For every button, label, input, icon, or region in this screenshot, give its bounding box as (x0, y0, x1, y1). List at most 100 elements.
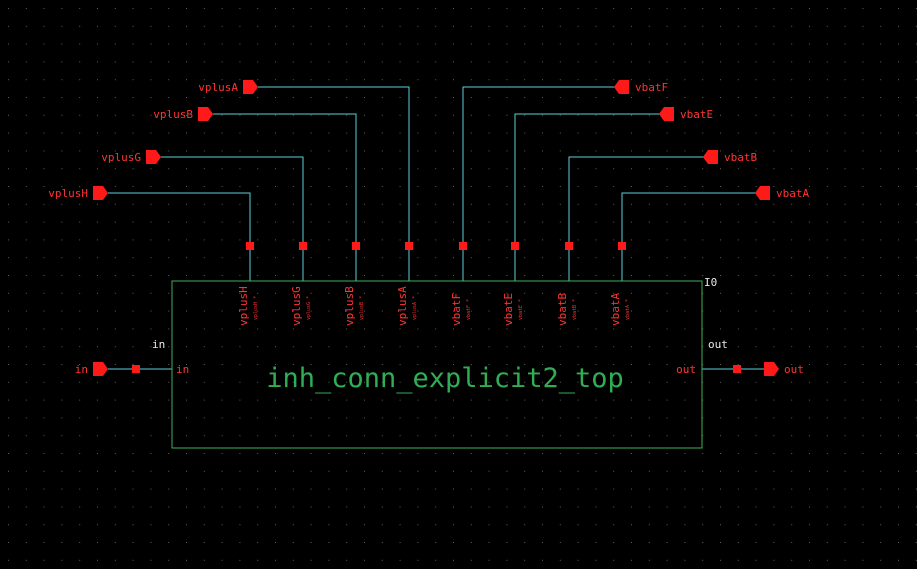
pin-vbatF[interactable]: vbatF (614, 80, 668, 94)
pin-vbatE[interactable]: vbatE (659, 107, 713, 121)
grid-dot (203, 435, 205, 437)
wire-vplusA[interactable] (258, 86, 410, 246)
grid-dot (203, 168, 205, 170)
instance-symbol[interactable]: I0 inh_conn_explicit2_top in in out out … (152, 276, 728, 449)
grid-dot (880, 168, 882, 170)
grid-dot (328, 542, 330, 543)
grid-dot (221, 310, 223, 312)
grid-dot (150, 275, 152, 276)
grid-dot (737, 328, 739, 330)
grid-dot (862, 114, 864, 116)
grid-dot (915, 132, 917, 134)
wire-vbatF[interactable] (462, 86, 616, 246)
grid-dot (186, 559, 187, 561)
wire-vplusH[interactable] (108, 192, 251, 246)
grid-dot (25, 417, 27, 419)
grid-dot (524, 168, 526, 170)
grid-dot (844, 381, 846, 383)
grid-dot (595, 168, 597, 170)
pin-vbatA[interactable]: vbatA (755, 186, 809, 200)
grid-dot (488, 186, 490, 187)
grid-dot (506, 239, 508, 241)
wire-vplusB[interactable] (213, 113, 357, 246)
grid-dot (257, 524, 259, 526)
grid-dot (203, 559, 205, 561)
grid-dot (826, 559, 828, 561)
grid-dot (470, 239, 472, 241)
grid-dot (417, 186, 419, 187)
grid-dot (862, 43, 864, 45)
grid-dot (399, 542, 401, 543)
grid-dot (488, 239, 490, 241)
grid-dot (8, 97, 9, 98)
grid-dot (150, 61, 152, 63)
pin-shape (755, 186, 770, 200)
pin-vplusA[interactable]: vplusA (198, 80, 258, 94)
grid-dot (168, 470, 170, 472)
grid-dot (773, 559, 775, 561)
grid-dot (542, 488, 543, 490)
pin-vplusG[interactable]: vplusG (101, 150, 161, 164)
grid-dot (862, 559, 864, 561)
grid-dot (826, 292, 828, 294)
grid-dot (132, 488, 134, 490)
pins: vplusA vplusB vplusG vplusH vbatF vbatE vbatB v… (48, 80, 809, 376)
grid-dot (328, 559, 330, 561)
grid-dot (239, 506, 241, 508)
instance-box[interactable] (171, 280, 703, 449)
grid-dot (132, 417, 134, 419)
grid-dot (720, 8, 721, 9)
grid-dot (559, 43, 561, 45)
pin-label-out: out (784, 363, 804, 376)
wire-vbatB[interactable] (568, 156, 705, 246)
grid-dot (8, 381, 9, 383)
grid-dot (826, 25, 828, 27)
grid-dot (417, 453, 419, 454)
grid-dot (862, 328, 864, 330)
pin-vplusH[interactable]: vplusH (48, 186, 108, 200)
grid-dot (915, 453, 917, 454)
grid-dot (542, 346, 543, 348)
wire-vbatE[interactable] (514, 113, 661, 246)
wire-vbatA[interactable] (621, 192, 757, 246)
grid-dot (862, 381, 864, 383)
grid-dot (275, 275, 276, 276)
grid-dot (275, 328, 276, 330)
grid-dot (150, 488, 152, 490)
grid-dot (221, 542, 223, 543)
grid-dot (346, 399, 348, 401)
grid-dot (97, 453, 98, 454)
grid-dot (453, 453, 454, 454)
grid-dot (809, 221, 810, 223)
grid-dot (915, 506, 917, 508)
grid-dot (399, 132, 401, 134)
grid-dot (417, 79, 419, 81)
grid-dot (346, 310, 348, 312)
grid-dot (364, 559, 365, 561)
grid-dot (648, 559, 650, 561)
grid-dot (435, 381, 437, 383)
grid-dot (132, 364, 134, 365)
grid-dot (862, 542, 864, 543)
grid-dot (114, 203, 116, 205)
pin-in[interactable]: in (75, 362, 108, 376)
grid-dot (470, 25, 472, 27)
grid-dot (150, 168, 152, 170)
grid-dot (310, 292, 312, 294)
grid-dot (613, 381, 615, 383)
grid-dot (577, 168, 579, 170)
pin-vplusB[interactable]: vplusB (153, 107, 213, 121)
grid-dot (97, 524, 98, 526)
pin-out[interactable]: out (764, 362, 804, 376)
grid-dot (648, 257, 650, 259)
pin-vbatB[interactable]: vbatB (703, 150, 757, 164)
grid-dot (577, 524, 579, 526)
wire-vplusG[interactable] (161, 156, 304, 246)
grid-dot (844, 203, 846, 205)
grid-dot (453, 150, 454, 152)
grid-dot (898, 203, 899, 205)
instance-name: I0 (704, 276, 717, 289)
grid-dot (844, 8, 846, 9)
grid-dot (898, 292, 899, 294)
